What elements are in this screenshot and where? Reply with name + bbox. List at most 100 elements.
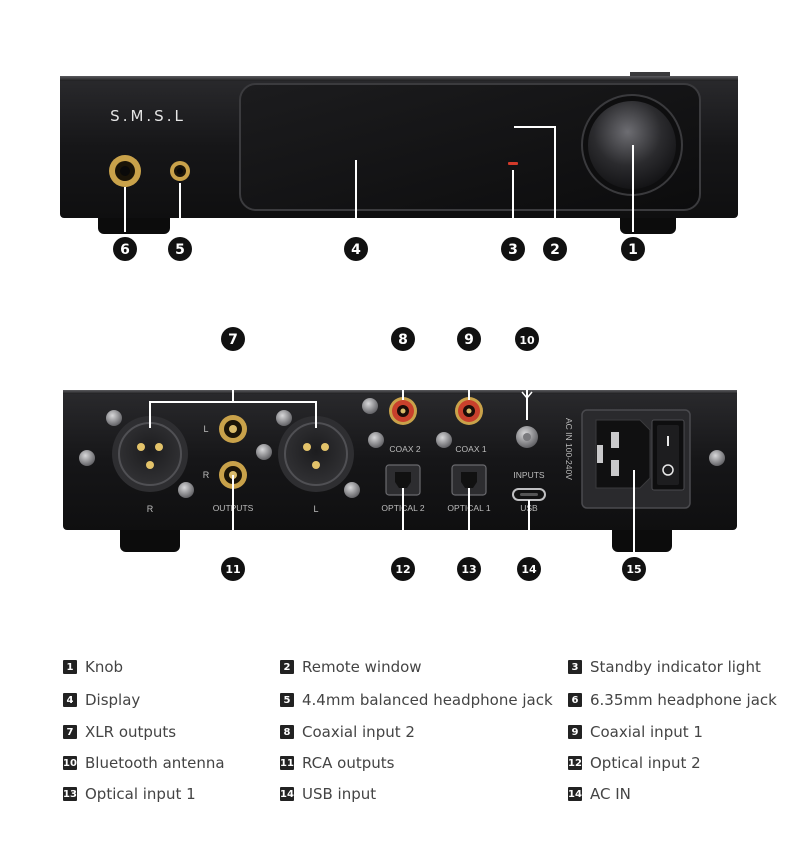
legend-number: 4 [63,693,77,707]
ac-in-label: AC IN 100-240V [564,418,574,480]
optical-input-2[interactable] [385,464,421,496]
rca-l-label: L [203,424,208,434]
front-top-edge [60,76,738,81]
svg-text:12: 12 [395,563,410,576]
legend-item-standby-light: 3 Standby indicator light [568,657,761,677]
legend-label: Bluetooth antenna [85,754,225,772]
front-callouts: 1 2 3 4 5 6 [113,237,645,261]
svg-text:10: 10 [519,334,535,347]
legend-item-6-35mm-jack: 6 6.35mm headphone jack [568,690,777,710]
legend-label: 6.35mm headphone jack [590,691,777,709]
coax1-label: COAX 1 [455,444,486,454]
callout-3: 3 [501,237,525,261]
antenna-symbol [521,391,533,400]
callout-5: 5 [168,237,192,261]
svg-text:11: 11 [225,563,240,576]
xlr-right-label: R [147,504,154,514]
standby-indicator-light [508,162,518,165]
legend-number: 12 [568,756,582,770]
back-panel: R L L R OUTPUTS [63,390,737,552]
callout-8: 8 [391,327,415,351]
callout-4: 4 [344,237,368,261]
legend-item-rca-outputs: 11 RCA outputs [280,753,394,773]
legend-number: 10 [63,756,77,770]
callout-15: 15 [622,557,646,581]
legend-number: 9 [568,725,582,739]
svg-text:8: 8 [398,332,408,348]
callout-1: 1 [621,237,645,261]
legend-label: XLR outputs [85,723,177,741]
back-callout-lines [149,352,635,556]
inputs-label: INPUTS [513,470,545,480]
legend-label: 4.4mm balanced headphone jack [302,691,553,709]
callout-14: 14 [517,557,541,581]
svg-text:4: 4 [351,242,361,258]
xlr-left-label: L [313,504,318,514]
xlr-output-left-channel[interactable]: L [278,416,354,514]
svg-text:13: 13 [461,563,476,576]
callout-11: 11 [221,557,245,581]
xlr-output-right-channel[interactable]: R [112,416,188,514]
power-switch[interactable] [651,419,685,491]
front-callout-lines [124,126,634,232]
svg-text:7: 7 [228,332,238,348]
legend-number: 3 [568,660,582,674]
legend-label: Knob [85,658,124,676]
callout-7: 7 [221,327,245,351]
svg-text:3: 3 [508,242,518,258]
legend-item-optical-input-2: 12 Optical input 2 [568,753,701,773]
legend-label: AC IN [590,785,631,803]
legend-number: 14 [568,787,582,801]
legend-label: Optical input 2 [590,754,701,772]
legend-item-coaxial-input-2: 8 Coaxial input 2 [280,722,415,742]
legend-number: 1 [63,660,77,674]
legend-label: Standby indicator light [590,658,761,676]
legend-label: Remote window [302,658,422,676]
svg-text:9: 9 [464,332,474,348]
legend-number: 6 [568,693,582,707]
svg-text:14: 14 [521,563,537,576]
callout-2: 2 [543,237,567,261]
legend-item-4-4mm-jack: 5 4.4mm balanced headphone jack [280,690,553,710]
legend-item-ac-in: 14 AC IN [568,784,631,804]
legend-label: RCA outputs [302,754,395,772]
legend-number: 11 [280,756,294,770]
legend-item-display: 4 Display [63,690,140,710]
legend-item-coaxial-input-1: 9 Coaxial input 1 [568,722,703,742]
callout-10: 10 [515,327,539,351]
legend-label: Display [85,691,141,709]
legend-label: Coaxial input 2 [302,723,415,741]
bluetooth-antenna-connector[interactable] [516,426,538,448]
coaxial-input-1[interactable] [455,397,483,425]
legend-item-xlr-outputs: 7 XLR outputs [63,722,176,742]
back-foot-left [120,524,180,552]
brand-logo: S.M.S.L [110,107,186,125]
legend-item-bluetooth-antenna: 10 Bluetooth antenna [63,753,225,773]
chassis-screws [79,398,725,498]
coax2-label: COAX 2 [389,444,420,454]
back-callouts: 7 8 9 10 11 12 13 14 15 [221,327,646,581]
rca-output-left[interactable] [219,415,247,443]
callout-13: 13 [457,557,481,581]
legend-label: Coaxial input 1 [590,723,703,741]
coaxial-input-2[interactable] [389,397,417,425]
back-foot-right [612,524,672,552]
legend-item-remote-window: 2 Remote window [280,657,422,677]
legend-number: 8 [280,725,294,739]
svg-text:5: 5 [175,242,185,258]
legend-number: 7 [63,725,77,739]
svg-text:2: 2 [550,242,560,258]
callout-6: 6 [113,237,137,261]
legend-number: 13 [63,787,77,801]
legend-number: 2 [280,660,294,674]
callout-9: 9 [457,327,481,351]
svg-text:1: 1 [628,242,638,258]
legend-item-usb-input: 14 USB input [280,784,376,804]
callout-12: 12 [391,557,415,581]
legend-number: 5 [280,693,294,707]
legend-label: Optical input 1 [85,785,196,803]
legend-item-knob: 1 Knob [63,657,123,677]
legend-item-optical-input-1: 13 Optical input 1 [63,784,196,804]
